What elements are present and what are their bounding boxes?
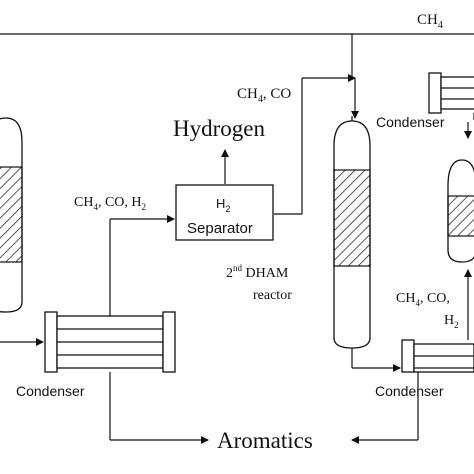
first-dham-reactor [0, 117, 23, 313]
right-condenser [401, 339, 474, 373]
label-hydrogen: Hydrogen [173, 116, 265, 141]
separator-to-reactor-line [274, 74, 359, 215]
left-condenser [0, 311, 176, 373]
h2-separator [175, 184, 274, 241]
label-ch4-co-h2-left: CH4, CO, H2 [74, 195, 146, 212]
label-ch4-top: CH4 [417, 12, 443, 31]
label-condenser-top-right: Condenser [376, 114, 445, 130]
label-2nd-dham: 2nd DHAM [226, 263, 289, 281]
label-condenser-left: Condenser [16, 383, 85, 399]
top-right-condenser [428, 72, 474, 120]
separator-h2-label: H2 [216, 196, 230, 214]
reactor-to-right-condenser-line [351, 348, 401, 372]
aromatics-lines [109, 372, 419, 444]
label-condenser-right: Condenser [375, 383, 444, 399]
label-right-h2: H2 [444, 313, 459, 330]
second-dham-reactor [333, 116, 371, 349]
top-ch4-recycle-line [0, 33, 474, 80]
separator-label: Separator [187, 220, 253, 237]
label-reactor: reactor [253, 288, 292, 303]
right-column [447, 159, 474, 263]
label-ch4-co-mid: CH4, CO [237, 86, 291, 105]
label-right-ch4-co: CH4, CO, [396, 291, 450, 308]
label-aromatics: Aromatics [217, 428, 313, 453]
